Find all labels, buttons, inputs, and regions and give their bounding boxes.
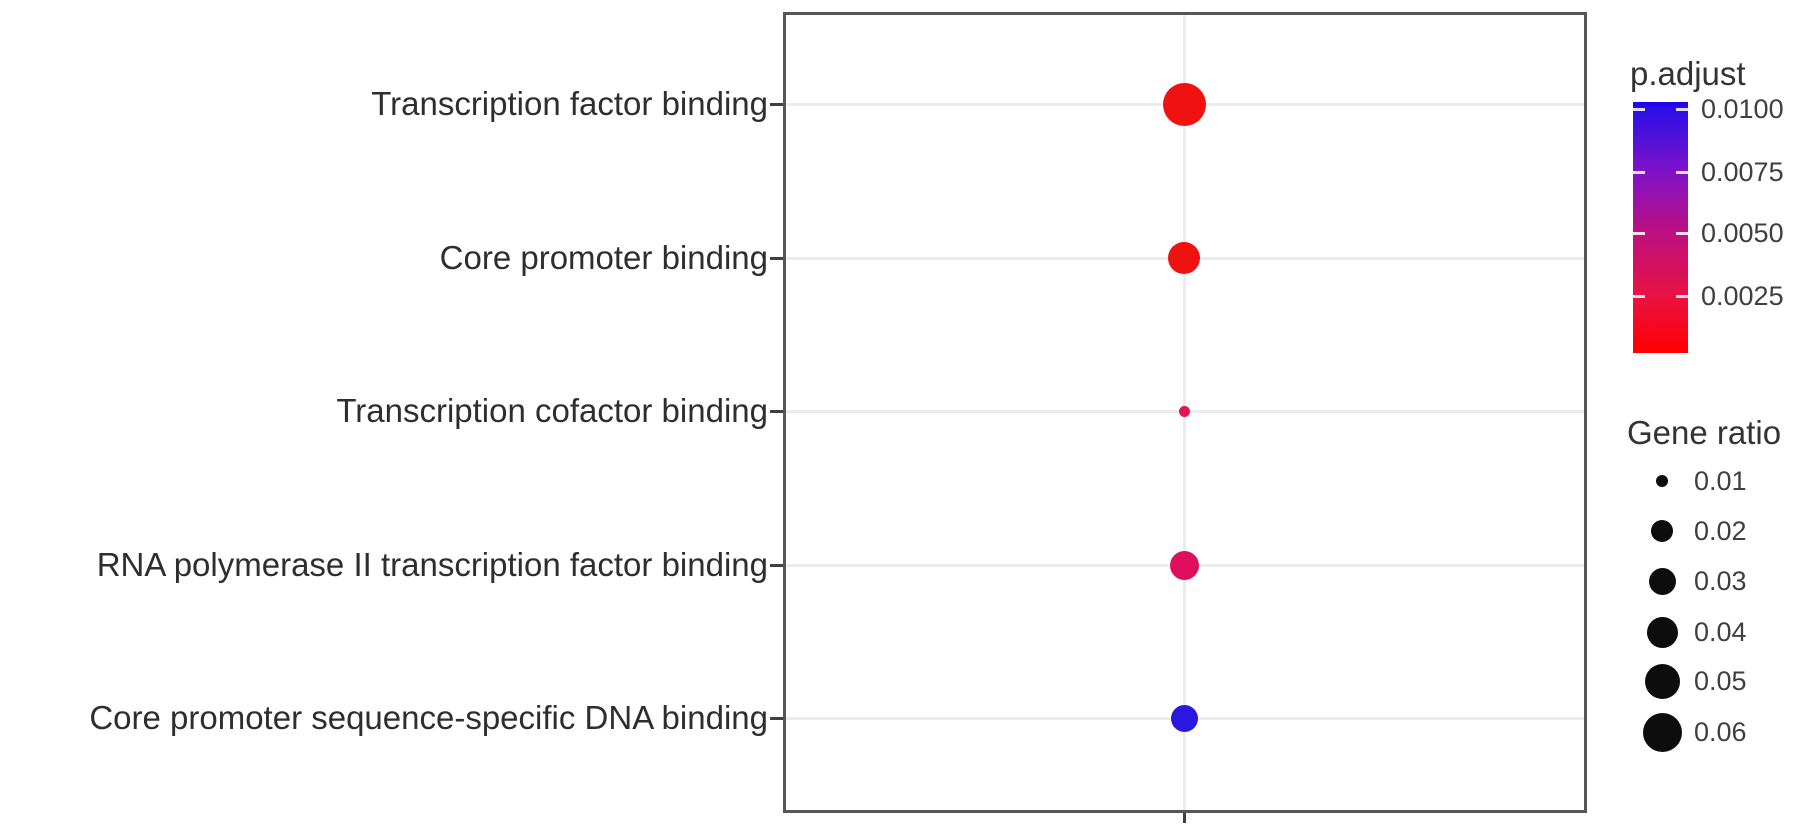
generatio-legend-title: Gene ratio (1627, 414, 1782, 451)
generatio-key-label: 0.01 (1694, 466, 1747, 496)
data-point (1169, 550, 1199, 580)
padjust-tick-label: 0.0100 (1701, 94, 1784, 124)
padjust-bar-notch (1676, 108, 1688, 111)
data-point (1162, 82, 1206, 126)
generatio-key-dot (1656, 475, 1668, 487)
padjust-legend-title: p.adjust (1630, 55, 1746, 92)
padjust-bar-notch (1633, 295, 1645, 298)
y-axis-label: Transcription cofactor binding (336, 392, 768, 429)
generatio-key-dot (1646, 616, 1678, 648)
x-axis-tick (1183, 813, 1186, 823)
generatio-key-dot (1648, 567, 1676, 595)
data-point (1170, 704, 1198, 732)
data-point (1168, 242, 1200, 274)
padjust-tick-label: 0.0050 (1701, 218, 1784, 248)
padjust-tick-label: 0.0075 (1701, 157, 1784, 187)
generatio-key-dot (1642, 712, 1682, 752)
padjust-bar-notch (1676, 295, 1688, 298)
y-axis-label: RNA polymerase II transcription factor b… (96, 546, 768, 583)
generatio-key-dot (1651, 520, 1673, 542)
generatio-key-label: 0.02 (1694, 516, 1747, 546)
padjust-bar-notch (1676, 171, 1688, 174)
padjust-bar-notch (1633, 232, 1645, 235)
padjust-bar-notch (1633, 171, 1645, 174)
generatio-key-dot (1644, 663, 1680, 699)
padjust-tick-label: 0.0025 (1701, 281, 1784, 311)
y-axis-tick-mark (770, 257, 783, 260)
y-axis-tick-mark (770, 564, 783, 567)
generatio-key-label: 0.06 (1694, 717, 1747, 747)
data-point (1178, 405, 1190, 417)
padjust-gradient-bar (1633, 102, 1688, 353)
y-axis-label: Core promoter binding (439, 239, 768, 276)
y-axis-tick-mark (770, 103, 783, 106)
generatio-key-label: 0.03 (1694, 566, 1747, 596)
padjust-bar-notch (1633, 108, 1645, 111)
generatio-key-label: 0.05 (1694, 666, 1747, 696)
y-axis-label: Core promoter sequence-specific DNA bind… (89, 699, 768, 736)
padjust-bar-notch (1676, 232, 1688, 235)
generatio-key-label: 0.04 (1694, 617, 1747, 647)
y-axis-tick-mark (770, 717, 783, 720)
y-axis-label: Transcription factor binding (371, 85, 768, 122)
y-axis-tick-mark (770, 410, 783, 413)
plot-panel (783, 12, 1587, 813)
